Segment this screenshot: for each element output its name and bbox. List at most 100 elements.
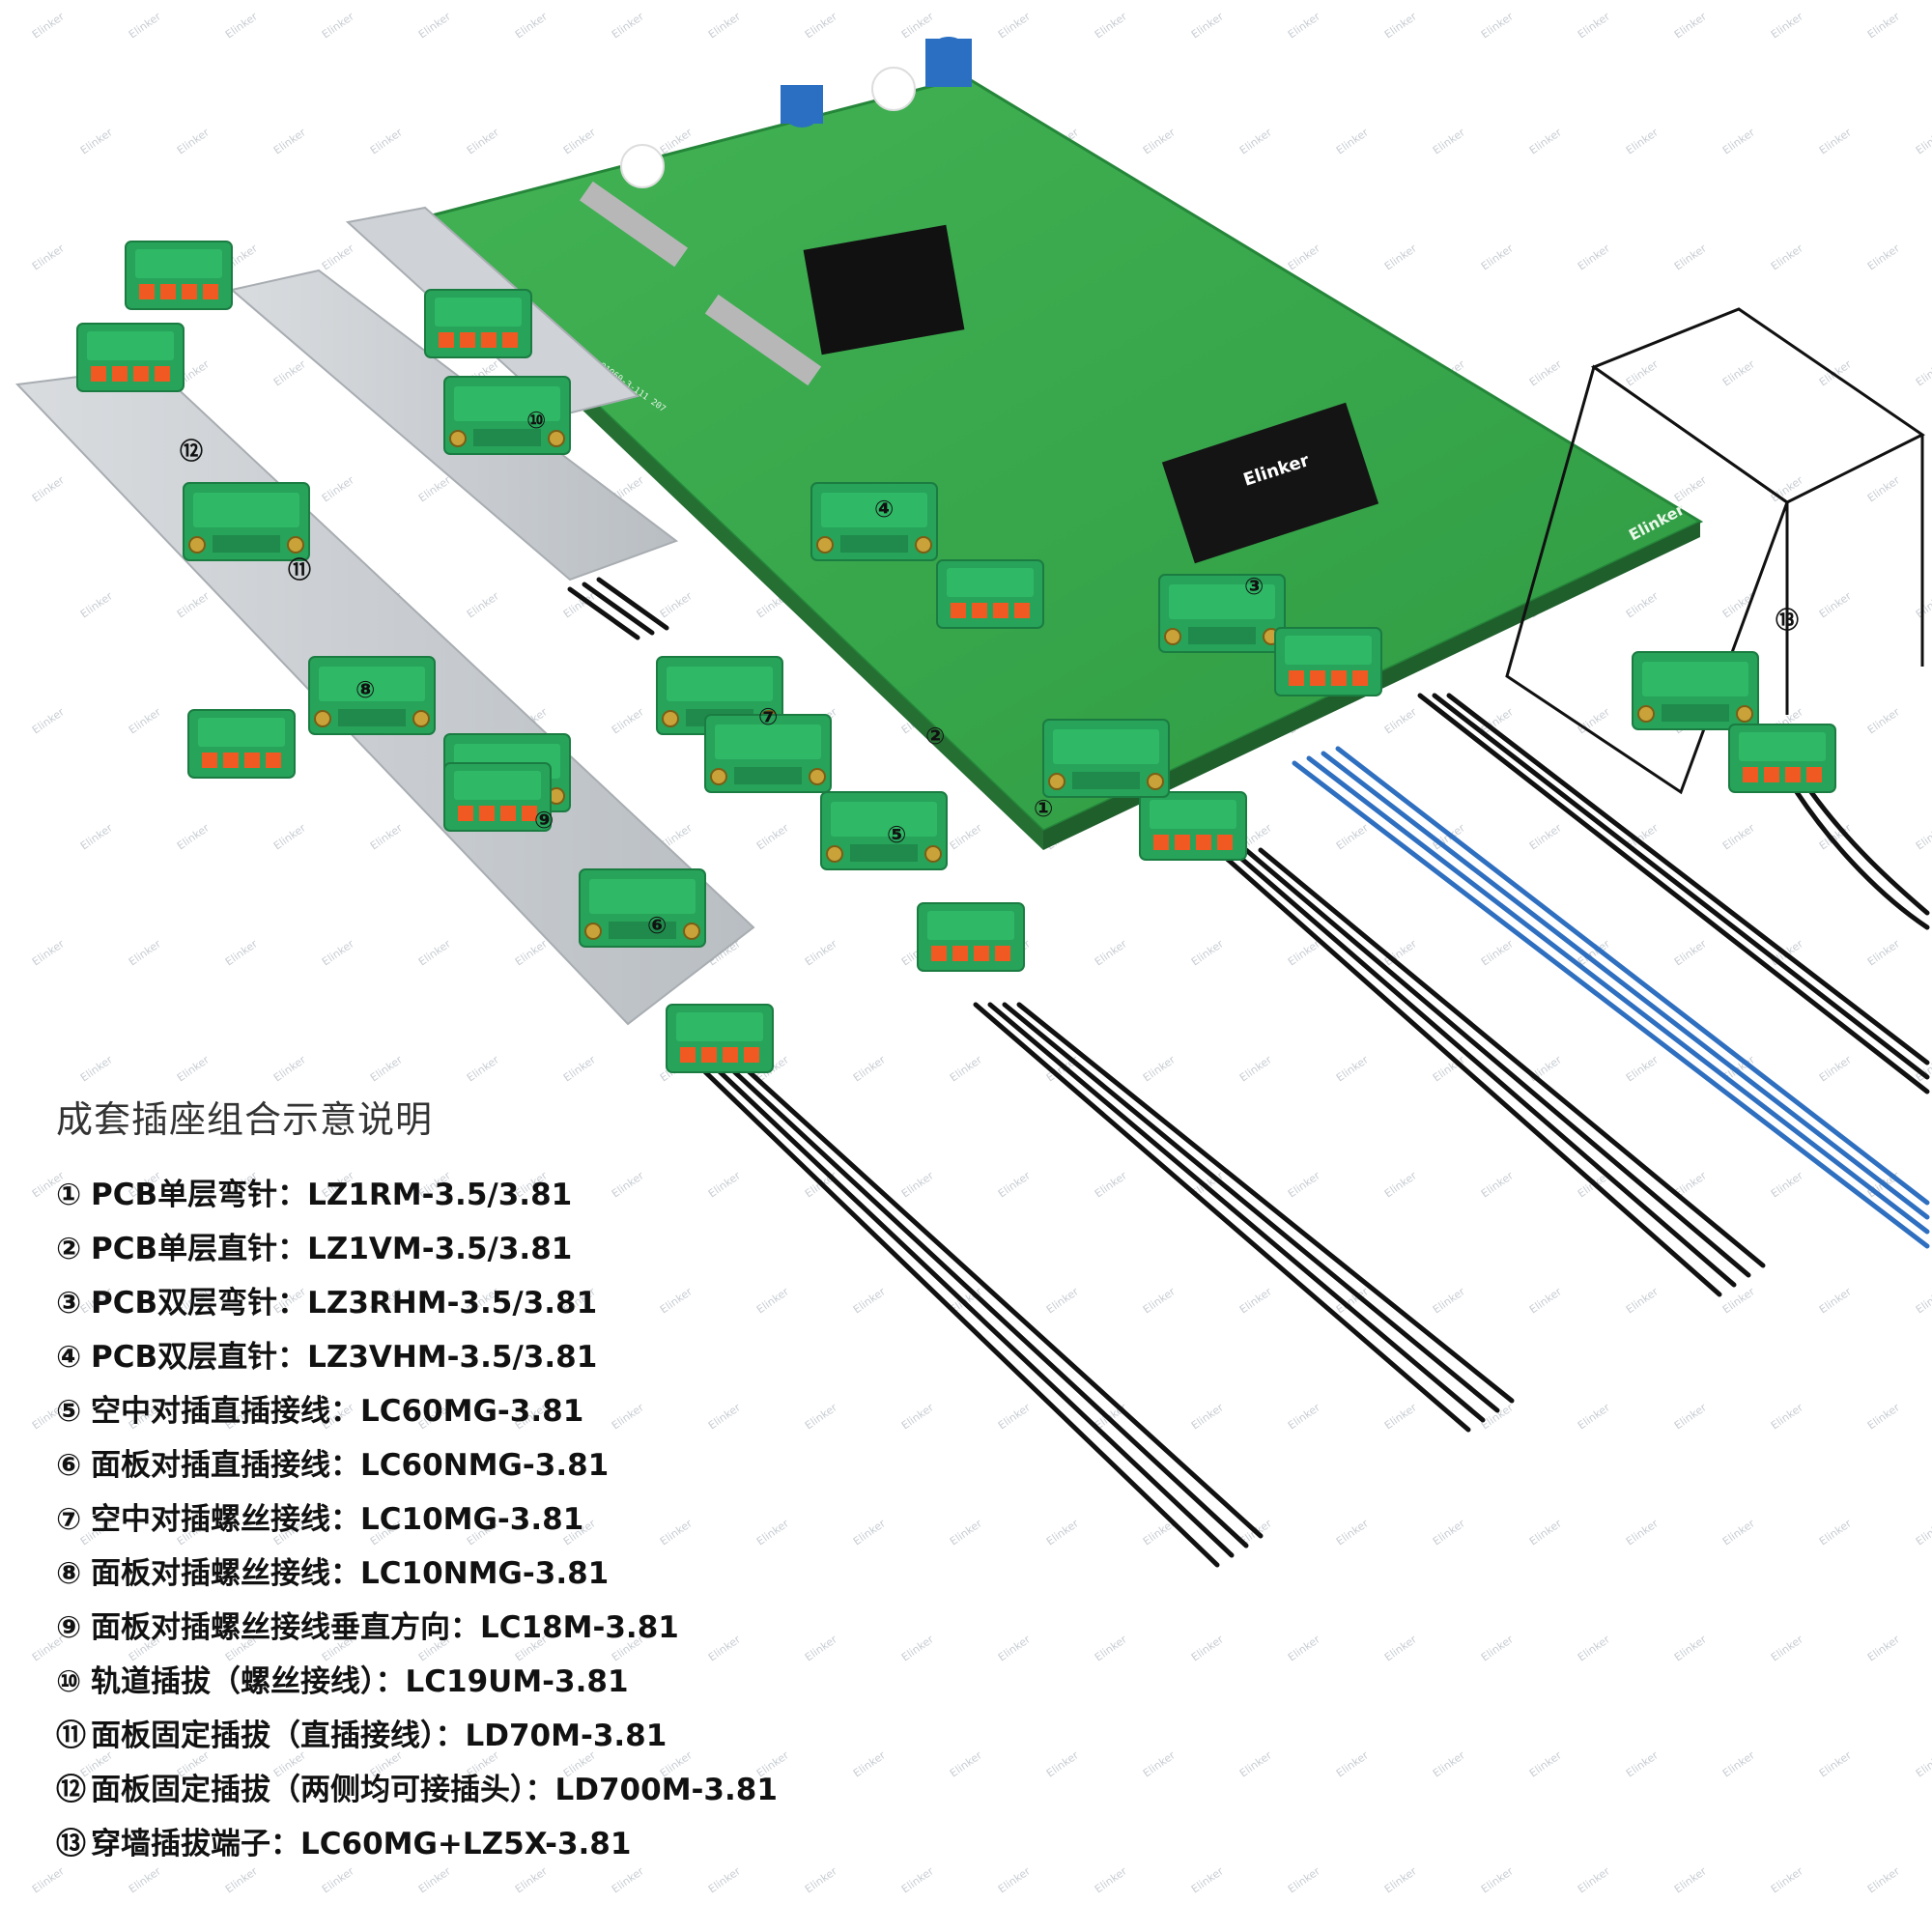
callout-2: ② [925, 723, 945, 750]
watermark-text: Elinker [416, 10, 453, 41]
legend-item-number: ⑪ [56, 1719, 86, 1753]
legend-item-text: 面板对插螺丝接线垂直方向：LC18M-3.81 [91, 1610, 679, 1645]
watermark-text: Elinker [1189, 1633, 1226, 1663]
watermark-text: Elinker [1382, 1633, 1419, 1663]
watermark-text: Elinker [30, 705, 67, 736]
watermark-text: Elinker [1093, 1864, 1129, 1895]
watermark-text: Elinker [1624, 357, 1661, 388]
watermark-text: Elinker [30, 242, 67, 272]
watermark-text: Elinker [465, 1053, 501, 1084]
watermark-text: Elinker [1286, 10, 1322, 41]
watermark-text: Elinker [1672, 10, 1709, 41]
watermark-text: Elinker [1286, 1401, 1322, 1432]
wires [567, 577, 1930, 1568]
watermark-text: Elinker [223, 10, 260, 41]
watermark-text: Elinker [1479, 10, 1516, 41]
watermark-text: Elinker [1093, 1169, 1129, 1200]
watermark-text: Elinker [78, 126, 115, 156]
watermark-text: Elinker [1527, 1053, 1564, 1084]
watermark-text: Elinker [320, 242, 356, 272]
watermark-text: Elinker [1865, 242, 1902, 272]
watermark-text: Elinker [754, 821, 791, 852]
watermark-text: Elinker [996, 10, 1033, 41]
watermark-text: Elinker [271, 357, 308, 388]
watermark-text: Elinker [1479, 1401, 1516, 1432]
watermark-text: Elinker [1624, 1053, 1661, 1084]
watermark-text: Elinker [30, 10, 67, 41]
watermark-text: Elinker [1720, 1285, 1757, 1316]
watermark-text: Elinker [1769, 1633, 1805, 1663]
watermark-text: Elinker [78, 821, 115, 852]
watermark-text: Elinker [416, 937, 453, 968]
callout-10: ⑩ [526, 407, 546, 434]
watermark-text: Elinker [610, 10, 646, 41]
watermark-text: Elinker [1576, 10, 1612, 41]
legend-item-number: ⑤ [56, 1394, 82, 1429]
watermark-text: Elinker [1720, 1748, 1757, 1779]
watermark-text: Elinker [1141, 126, 1178, 156]
watermark-text: Elinker [1914, 1748, 1932, 1779]
watermark-text: Elinker [851, 1053, 888, 1084]
legend-title: 成套插座组合示意说明 [56, 1098, 434, 1141]
watermark-text: Elinker [1576, 242, 1612, 272]
watermark-text: Elinker [1044, 1748, 1081, 1779]
legend-item-number: ⑥ [56, 1448, 82, 1483]
watermark-text: Elinker [803, 10, 839, 41]
watermark-text: Elinker [1334, 1517, 1371, 1548]
legend-item-number: ⑧ [56, 1556, 82, 1591]
watermark-text: Elinker [1431, 1285, 1467, 1316]
watermark-text: Elinker [1720, 357, 1757, 388]
watermark-text: Elinker [1334, 821, 1371, 852]
watermark-text: Elinker [1672, 1864, 1709, 1895]
legend-item: ⑧ 面板对插螺丝接线：LC10NMG-3.81 [56, 1547, 1022, 1601]
watermark-text: Elinker [1624, 589, 1661, 620]
watermark-text: Elinker [175, 1053, 212, 1084]
watermark-text: Elinker [1334, 1748, 1371, 1779]
watermark-text: Elinker [1141, 1748, 1178, 1779]
watermark-text: Elinker [175, 821, 212, 852]
watermark-text: Elinker [1286, 937, 1322, 968]
watermark-text: Elinker [127, 937, 163, 968]
watermark-text: Elinker [1624, 1748, 1661, 1779]
watermark-text: Elinker [1382, 1169, 1419, 1200]
watermark-text: Elinker [1382, 705, 1419, 736]
watermark-text: Elinker [271, 1053, 308, 1084]
watermark-text: Elinker [1914, 821, 1932, 852]
watermark-text: Elinker [1914, 1517, 1932, 1548]
legend-item-text: 面板固定插拔（直插接线）：LD70M-3.81 [91, 1719, 668, 1753]
watermark-text: Elinker [1431, 126, 1467, 156]
watermark-text: Elinker [803, 937, 839, 968]
watermark-text: Elinker [1817, 1053, 1854, 1084]
watermark-text: Elinker [320, 937, 356, 968]
watermark-text: Elinker [948, 1053, 984, 1084]
callout-9: ⑨ [534, 807, 554, 834]
watermark-text: Elinker [1286, 1864, 1322, 1895]
legend-item-text: 面板对插螺丝接线：LC10NMG-3.81 [91, 1556, 610, 1591]
watermark-text: Elinker [127, 705, 163, 736]
watermark-text: Elinker [416, 473, 453, 504]
watermark-text: Elinker [1382, 242, 1419, 272]
legend-item-text: PCB双层弯针：LZ3RHM-3.5/3.81 [91, 1286, 598, 1321]
watermark-text: Elinker [30, 473, 67, 504]
watermark-text: Elinker [1817, 589, 1854, 620]
watermark-text: Elinker [706, 10, 743, 41]
watermark-text: Elinker [1093, 937, 1129, 968]
watermark-text: Elinker [1576, 1633, 1612, 1663]
watermark-text: Elinker [368, 821, 405, 852]
watermark-text: Elinker [561, 1053, 598, 1084]
watermark-text: Elinker [1044, 1517, 1081, 1548]
watermark-text: Elinker [30, 937, 67, 968]
watermark-text: Elinker [1914, 357, 1932, 388]
watermark-text: Elinker [1817, 126, 1854, 156]
watermark-text: Elinker [1769, 473, 1805, 504]
